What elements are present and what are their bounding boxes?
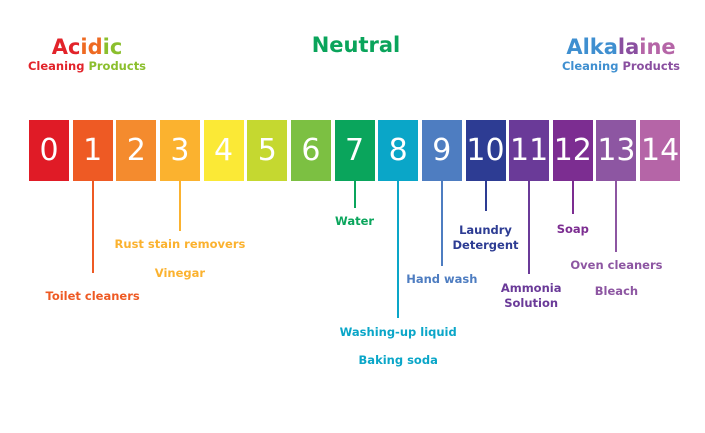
acidic-subtitle: Cleaning Products <box>27 59 147 73</box>
product-label: Soap <box>557 222 589 237</box>
product-label-line: Ammonia <box>500 281 562 295</box>
callout-line <box>615 181 618 252</box>
callout-line <box>484 181 487 211</box>
product-label: Water <box>335 214 374 229</box>
product-label: Bleach <box>595 284 638 299</box>
ph-cell-13: 13 <box>596 120 637 181</box>
ph-cell-12: 12 <box>552 120 593 181</box>
ph-cell-3: 3 <box>159 120 200 181</box>
callout-line <box>528 181 531 274</box>
alkaline-subtitle: Cleaning Products <box>561 59 681 73</box>
ph-cell-0: 0 <box>29 120 69 181</box>
ph-cell-8: 8 <box>378 120 419 181</box>
product-label: Oven cleaners <box>570 258 662 273</box>
alkaline-title: Alkalaine <box>566 35 676 59</box>
ph-cell-1: 1 <box>72 120 113 181</box>
product-label-line: Toilet cleaners <box>45 289 140 303</box>
acidic-header: Acidic Cleaning Products <box>22 35 152 73</box>
ph-cell-7: 7 <box>334 120 375 181</box>
product-label-line: Oven cleaners <box>570 258 663 272</box>
product-label-line: Solution <box>504 296 559 310</box>
callout-line <box>178 181 181 231</box>
callout-line <box>353 181 356 208</box>
callout-line <box>91 181 94 273</box>
neutral-header: Neutral <box>296 33 416 57</box>
product-label-line: Detergent <box>452 238 519 252</box>
product-label-line: Washing-up liquid <box>339 325 457 339</box>
product-label: Baking soda <box>359 353 438 368</box>
alkaline-header: Alkalaine Cleaning Products <box>555 35 687 73</box>
ph-cell-11: 11 <box>509 120 550 181</box>
neutral-title: Neutral <box>311 33 401 57</box>
ph-cell-10: 10 <box>465 120 506 181</box>
product-label-line: Soap <box>556 222 589 236</box>
ph-cell-14: 14 <box>640 120 681 181</box>
callout-line <box>440 181 443 266</box>
product-label: Rust stain removers <box>115 237 246 252</box>
product-label-line: Rust stain removers <box>114 237 246 251</box>
acidic-title: Acidic <box>51 35 123 59</box>
ph-cell-2: 2 <box>116 120 157 181</box>
ph-cell-9: 9 <box>421 120 462 181</box>
product-label-line: Baking soda <box>358 353 438 367</box>
product-label-line: Water <box>335 214 375 228</box>
product-label-line: Bleach <box>594 284 639 298</box>
ph-cell-4: 4 <box>203 120 244 181</box>
ph-cell-5: 5 <box>247 120 288 181</box>
callout-line <box>397 181 400 318</box>
callout-line <box>571 181 574 214</box>
product-label: Hand wash <box>406 272 477 287</box>
product-label-line: Hand wash <box>406 272 478 286</box>
product-label: Washing-up liquid <box>340 325 457 340</box>
product-label: Vinegar <box>155 266 205 281</box>
product-label: Toilet cleaners <box>46 289 140 304</box>
product-label-line: Vinegar <box>154 266 206 280</box>
product-label-line: Laundry <box>459 223 512 237</box>
ph-cell-6: 6 <box>290 120 331 181</box>
